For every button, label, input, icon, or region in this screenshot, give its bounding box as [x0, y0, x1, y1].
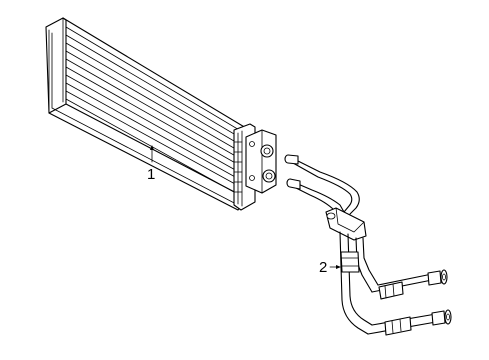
- oil-cooler-part-1: [45, 17, 277, 211]
- cooler-lines-part-2: [284, 154, 452, 336]
- callout-1: 1: [147, 145, 155, 183]
- callout-2: 2: [319, 259, 341, 276]
- callout-2-label: 2: [319, 259, 327, 276]
- callout-1-label: 1: [147, 166, 155, 183]
